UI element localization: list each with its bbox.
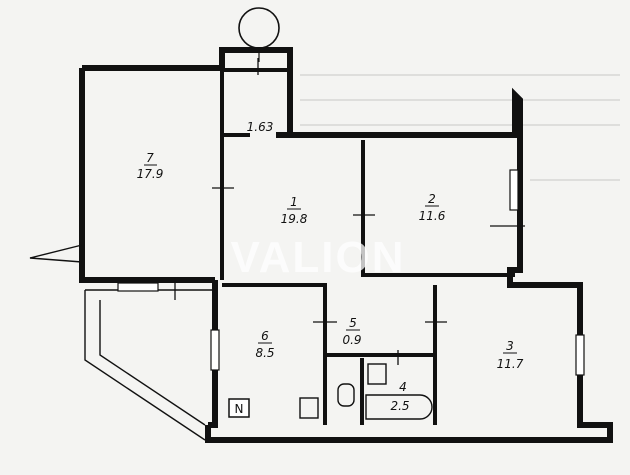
inner-walls (220, 68, 515, 425)
axis-marker-circle (238, 7, 280, 49)
room-2: 2 11.6 (419, 192, 446, 223)
room-3: 3 11.7 (497, 339, 524, 371)
room-area: 17.9 (137, 167, 164, 181)
room-number: 3 (506, 339, 514, 353)
window (509, 169, 519, 211)
toilet-icon (337, 383, 355, 407)
stove-icon (299, 397, 319, 419)
room-7: 7 17.9 (137, 151, 164, 181)
door-marks (174, 58, 525, 365)
room-number: 1 (290, 195, 298, 209)
room-4: 4 2.5 (390, 380, 409, 413)
north-marker (228, 398, 250, 418)
room-area: 0.9 (342, 333, 361, 347)
room-number: 2 (428, 192, 436, 206)
window (575, 334, 585, 376)
north-marker-letter: N (235, 402, 244, 416)
bathroom-fixtures (299, 363, 433, 420)
background-lines (300, 74, 620, 181)
room-area: 11.6 (419, 209, 446, 223)
room-area: 11.7 (497, 357, 524, 371)
room-number: 6 (261, 329, 269, 343)
window (210, 329, 220, 371)
room-number: 4 (399, 380, 407, 394)
room-area: 8.5 (255, 346, 274, 360)
room-6: 6 8.5 (255, 329, 274, 360)
watermark: VALION (231, 233, 406, 282)
balcony-area: 1.63 (247, 120, 274, 134)
room-number: 5 (349, 316, 357, 330)
room-area: 19.8 (281, 212, 308, 226)
room-area: 2.5 (390, 399, 409, 413)
room-1: 1 19.8 (281, 195, 308, 226)
window (117, 282, 159, 292)
bathtub-icon (365, 394, 433, 420)
room-number: 7 (146, 151, 154, 165)
sink-icon (367, 363, 387, 385)
room-5: 5 0.9 (342, 316, 361, 347)
